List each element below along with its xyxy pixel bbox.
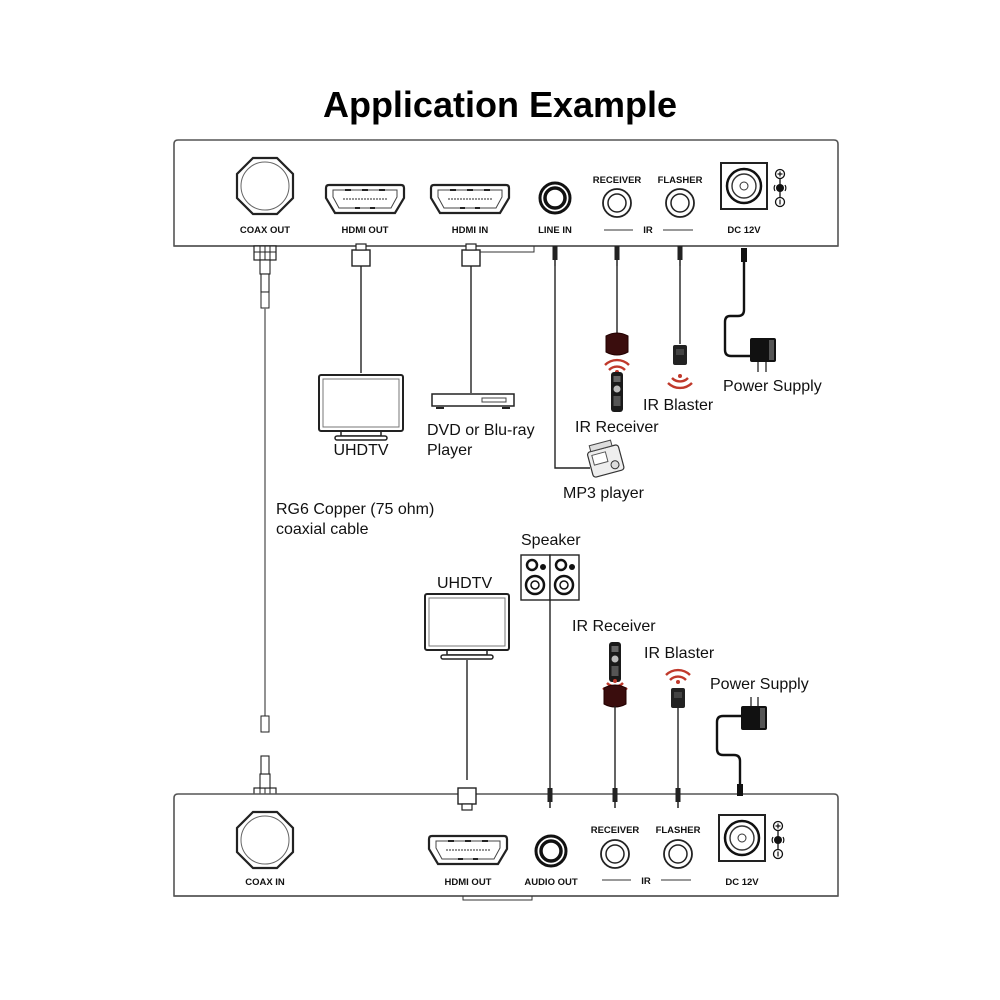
tx-ir-blaster-label: IR Blaster bbox=[643, 397, 714, 414]
rx-ir-receiver-port-label: RECEIVER bbox=[591, 825, 640, 836]
bnc-connector-top bbox=[253, 245, 277, 293]
rx-power-supply-label: Power Supply bbox=[710, 676, 809, 693]
line-in-label: LINE IN bbox=[538, 225, 572, 236]
rx-ir-flasher-port-label: FLASHER bbox=[656, 825, 701, 836]
tx-hdmi-in-cable bbox=[461, 243, 535, 393]
rx-ir-flasher-jack[interactable] bbox=[663, 839, 693, 869]
rx-dc-12v-jack[interactable] bbox=[717, 813, 767, 863]
dc-12v-label: DC 12V bbox=[727, 225, 761, 236]
tx-ir-blaster-cable bbox=[676, 245, 684, 344]
rx-ir-receiver-jack[interactable] bbox=[600, 839, 630, 869]
rx-ir-blaster-label: IR Blaster bbox=[644, 645, 715, 662]
rx-power-cable bbox=[715, 714, 743, 796]
rx-hdmi-out-label: HDMI OUT bbox=[445, 877, 492, 888]
tx-power-adapter-icon bbox=[750, 338, 776, 372]
rx-uhdtv-label: UHDTV bbox=[437, 575, 492, 592]
transmitter-unit: COAX OUT HDMI OUT HDMI IN LINE IN RECEIV… bbox=[173, 139, 839, 247]
ir-group-label: IR bbox=[643, 225, 653, 236]
ir-receiver-port-label: RECEIVER bbox=[593, 175, 642, 186]
coax-in-port[interactable] bbox=[235, 810, 295, 870]
hdmi-out-port[interactable] bbox=[324, 183, 406, 215]
tx-ir-receiver-eye-icon bbox=[605, 332, 629, 356]
rx-hdmi-cable bbox=[457, 660, 477, 811]
hdmi-out-label: HDMI OUT bbox=[342, 225, 389, 236]
speaker-cable bbox=[546, 600, 554, 809]
tx-ir-receiver-label: IR Receiver bbox=[575, 419, 659, 436]
tx-power-cable bbox=[723, 248, 754, 358]
rx-ir-blaster-signal-icon bbox=[664, 668, 692, 686]
receiver-unit: COAX IN HDMI OUT AUDIO OUT RECEIVER FLAS… bbox=[173, 793, 839, 901]
rx-power-adapter-icon bbox=[741, 697, 767, 730]
audio-out-jack[interactable] bbox=[534, 834, 568, 868]
ir-receiver-jack[interactable] bbox=[602, 188, 632, 218]
tx-ir-receiver-cable bbox=[613, 245, 621, 334]
tx-hdmi-out-cable bbox=[351, 243, 371, 373]
audio-out-label: AUDIO OUT bbox=[524, 877, 578, 888]
rx-hdmi-out-port[interactable] bbox=[427, 834, 509, 866]
tx-ir-blaster-signal-icon bbox=[666, 372, 694, 390]
rx-ir-group-label: IR bbox=[641, 876, 651, 887]
rx-ir-receiver-cable bbox=[611, 706, 619, 809]
tx-power-supply-label: Power Supply bbox=[723, 378, 822, 395]
rx-ir-receiver-eye-icon bbox=[603, 684, 627, 708]
mp3-player-icon bbox=[586, 439, 625, 478]
rx-ir-receiver-label: IR Receiver bbox=[572, 618, 656, 635]
rx-ir-blaster-icon bbox=[671, 688, 685, 708]
tx-ir-signal-icon bbox=[603, 358, 631, 376]
rx-ir-blaster-cable bbox=[674, 708, 682, 809]
speaker-icon bbox=[520, 554, 580, 601]
tx-uhdtv-icon bbox=[318, 374, 404, 441]
coax-cable bbox=[253, 245, 277, 803]
mp3-player-label: MP3 player bbox=[563, 485, 645, 502]
rx-uhdtv-icon bbox=[424, 593, 510, 660]
line-in-jack[interactable] bbox=[538, 181, 572, 215]
tx-uhdtv-label: UHDTV bbox=[333, 442, 388, 459]
ir-flasher-port-label: FLASHER bbox=[658, 175, 703, 186]
tx-ir-blaster-icon bbox=[673, 345, 687, 365]
cable-label-line1: RG6 Copper (75 ohm) bbox=[276, 501, 434, 518]
rx-remote-icon bbox=[609, 642, 621, 682]
coax-in-label: COAX IN bbox=[245, 877, 285, 888]
ir-flasher-jack[interactable] bbox=[665, 188, 695, 218]
diagram-title: Application Example bbox=[323, 84, 677, 125]
coax-out-port[interactable] bbox=[235, 156, 295, 216]
speaker-label: Speaker bbox=[521, 532, 581, 549]
dvd-player-label-line1: DVD or Blu-ray bbox=[427, 422, 535, 439]
dvd-player-icon bbox=[431, 393, 515, 409]
hdmi-in-port[interactable] bbox=[429, 183, 511, 215]
tx-remote-icon bbox=[611, 372, 623, 412]
coax-out-label: COAX OUT bbox=[240, 225, 290, 236]
rx-dc-12v-label: DC 12V bbox=[725, 877, 759, 888]
cable-label-line2: coaxial cable bbox=[276, 521, 369, 538]
dc-12v-jack[interactable] bbox=[719, 161, 769, 211]
line-in-cable bbox=[551, 245, 590, 469]
hdmi-in-label: HDMI IN bbox=[452, 225, 489, 236]
dvd-player-label-line2: Player bbox=[427, 442, 473, 459]
